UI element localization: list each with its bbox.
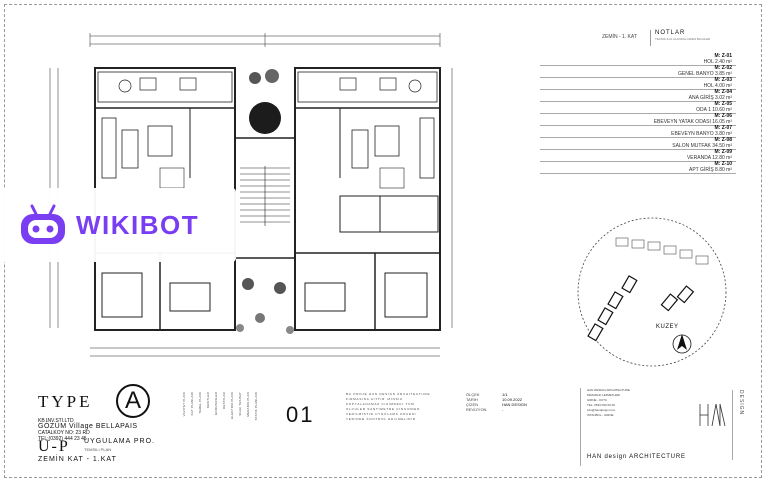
sheet-number: 01 xyxy=(286,402,315,427)
north-arrow-icon xyxy=(672,334,692,354)
north-label: KUZEY xyxy=(656,324,679,330)
type-word: TYPE xyxy=(38,392,93,411)
logo-vertical-text: DESIGN xyxy=(732,390,744,460)
type-letter-badge: A xyxy=(116,384,150,418)
wikibot-watermark: WIKIBOT xyxy=(0,188,236,262)
general-notes: BU PROJE HAN DESIGN ARCHITECTURE FIRMASI… xyxy=(346,392,431,421)
robot-logo-icon xyxy=(21,204,65,244)
notes-subtitle: TEKNIK ILGI ALANINA GIREN BILGILER xyxy=(655,37,711,41)
han-logo-icon xyxy=(699,403,726,427)
drawing-legend: VAZIYET PLANI KAT PLANLARI TEMEL PLANI K… xyxy=(182,392,258,421)
title-block: TYPE A KB INV.STI.LTD GÖZÜM Village BELL… xyxy=(20,380,748,470)
notes-header: NOTLAR TEKNIK ILGI ALANINA GIREN BILGILE… xyxy=(650,30,741,46)
client-info: KB INV.STI.LTD GÖZÜM Village BELLAPAIS C… xyxy=(38,418,138,442)
project-code: U-P xyxy=(38,438,70,455)
floor-title: ZEMİN KAT - 1.KAT xyxy=(38,456,117,463)
project-subtitle: TEMSILI PLAN xyxy=(84,447,112,452)
wikibot-text: WIKIBOT xyxy=(76,210,200,240)
project-title: UYGULAMA PRO. xyxy=(84,438,155,445)
floor-label: ZEMİN - 1. KAT xyxy=(602,34,637,40)
site-plan xyxy=(577,217,727,367)
firm-info: HAN DESIGN ARCHITECTURE MIMARLIK HIZMETL… xyxy=(580,388,707,466)
notes-title: NOTLAR xyxy=(655,30,686,36)
floor-plan-drawing xyxy=(49,33,453,357)
firm-name: HAN design ARCHITECTURE xyxy=(587,454,686,460)
